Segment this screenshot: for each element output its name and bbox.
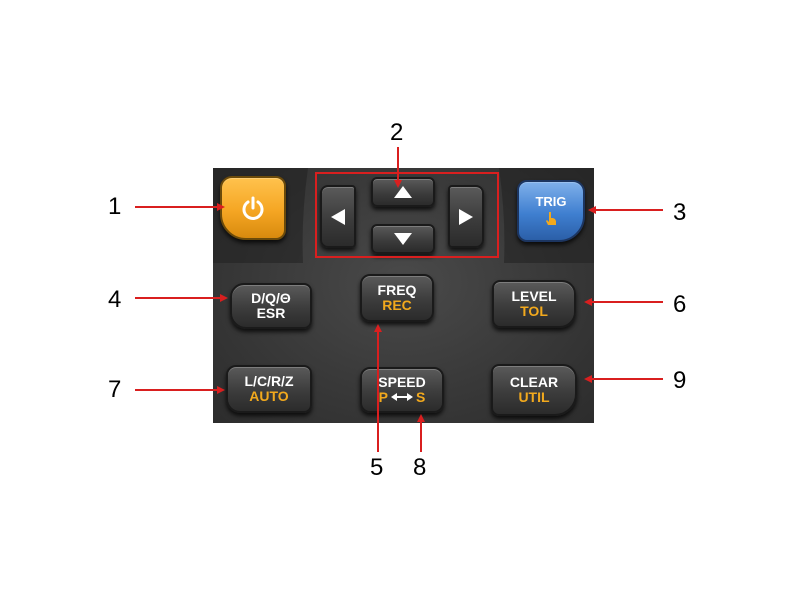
callout-9: 9 <box>673 367 687 394</box>
power-icon <box>242 196 264 220</box>
freq-label: FREQ <box>377 282 417 299</box>
trig-button[interactable]: TRIG <box>517 180 585 242</box>
lcrz-auto-button[interactable]: L/C/R/Z AUTO <box>226 365 312 413</box>
dq-esr-button[interactable]: D/Q/Θ ESR <box>230 283 312 329</box>
callout-2: 2 <box>390 119 404 146</box>
speed-sub: P S <box>379 390 426 405</box>
double-arrow-icon <box>391 393 413 402</box>
arrow-left-icon <box>331 208 345 225</box>
arrow-keys-highlight <box>315 172 499 258</box>
callout-6: 6 <box>673 291 687 318</box>
speed-label: SPEED <box>378 374 426 391</box>
down-arrow-button[interactable] <box>371 224 435 254</box>
tol-label: TOL <box>520 303 548 319</box>
callout-8: 8 <box>413 454 427 481</box>
esr-label: ESR <box>256 305 286 321</box>
auto-label: AUTO <box>249 388 289 404</box>
arrow-down-icon <box>394 233 412 245</box>
util-label: UTIL <box>518 389 550 405</box>
clear-util-button[interactable]: CLEAR UTIL <box>491 364 577 416</box>
callout-4: 4 <box>108 286 122 313</box>
up-arrow-button[interactable] <box>371 177 435 207</box>
speed-button[interactable]: SPEED P S <box>360 367 444 413</box>
callout-7: 7 <box>108 376 122 403</box>
s-label: S <box>416 389 426 405</box>
hand-pointer-icon <box>546 211 556 225</box>
arrow-right-icon <box>459 208 473 225</box>
p-label: P <box>378 389 388 405</box>
level-label: LEVEL <box>511 288 557 305</box>
rec-label: REC <box>382 297 412 313</box>
callout-3: 3 <box>673 199 687 226</box>
trig-label: TRIG <box>535 194 567 210</box>
level-tol-button[interactable]: LEVEL TOL <box>492 280 576 328</box>
dq-label: D/Q/Θ <box>251 290 291 307</box>
power-button[interactable] <box>220 176 286 240</box>
arrow-up-icon <box>394 186 412 198</box>
clear-label: CLEAR <box>509 374 559 391</box>
freq-rec-button[interactable]: FREQ REC <box>360 274 434 322</box>
left-arrow-button[interactable] <box>320 185 356 248</box>
callout-5: 5 <box>370 454 384 481</box>
keypad-panel: TRIG D/Q/Θ ESR FREQ REC LEVEL TOL L/C/R/… <box>213 168 594 423</box>
lcrz-label: L/C/R/Z <box>244 373 294 390</box>
right-arrow-button[interactable] <box>448 185 484 248</box>
callout-1: 1 <box>108 193 122 220</box>
